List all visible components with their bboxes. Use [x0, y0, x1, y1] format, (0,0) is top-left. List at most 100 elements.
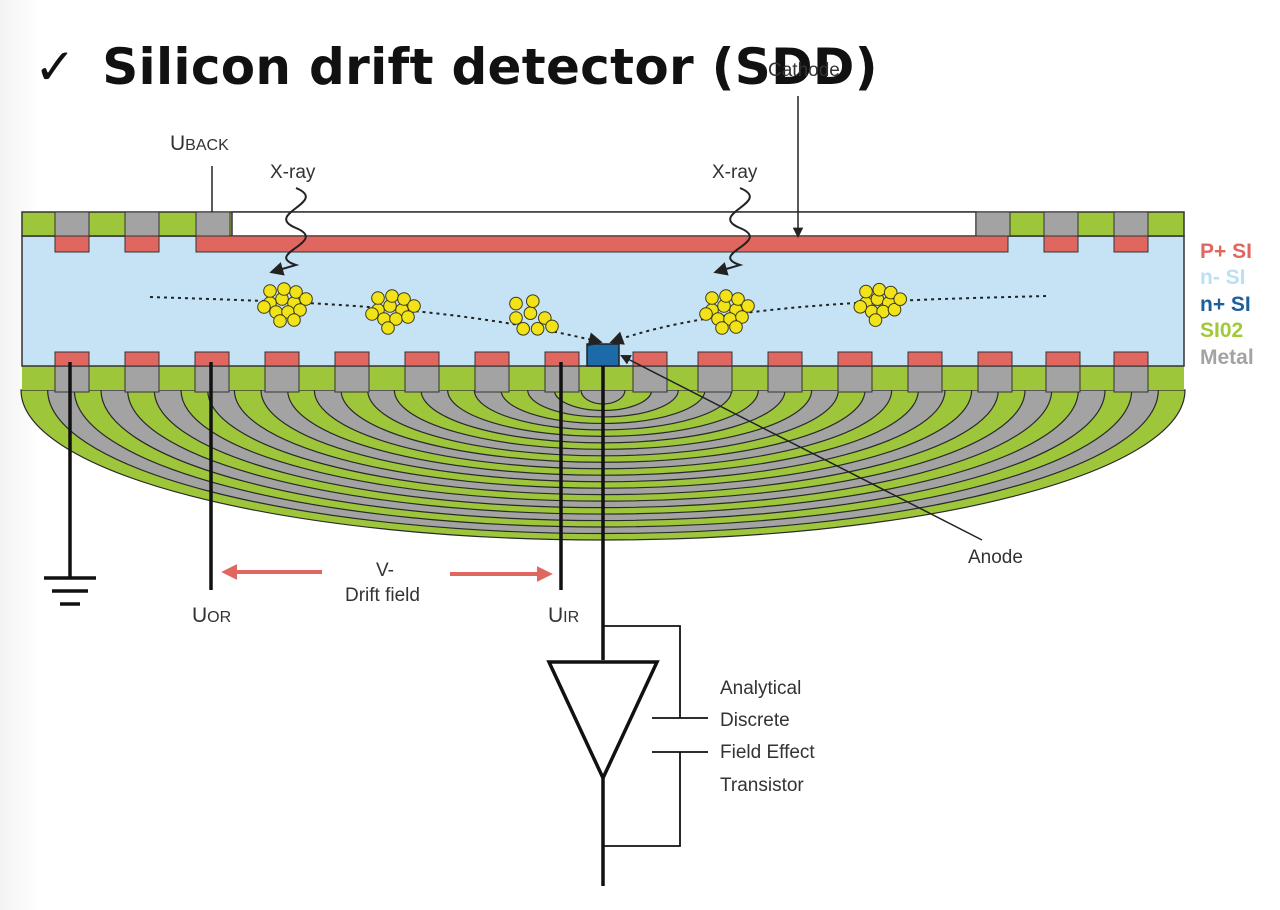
bottom-p-strip — [977, 351, 1013, 367]
bottom-metal-contact — [264, 365, 300, 393]
electron — [545, 319, 559, 334]
bottom-metal-contact — [977, 365, 1013, 393]
electron — [263, 284, 277, 298]
cathode-label: Cathode — [768, 60, 840, 81]
electron — [699, 307, 713, 321]
fet-label-analytical: Analytical — [720, 678, 801, 699]
electron — [731, 292, 745, 306]
electron — [715, 321, 729, 335]
electron — [293, 303, 307, 317]
anode-pointer — [620, 355, 983, 541]
slide-title: ✓ Silicon drift detector (SDD) — [34, 38, 878, 96]
electron — [887, 302, 902, 317]
top-p-strip — [54, 235, 90, 253]
electron — [289, 285, 303, 299]
electron — [729, 320, 743, 334]
electron — [868, 313, 883, 327]
bottom-p-strip — [264, 351, 300, 367]
bottom-metal-contact — [837, 365, 873, 393]
electron — [273, 314, 287, 328]
slide-title-text: Silicon drift detector (SDD) — [102, 38, 878, 96]
top-p-strip — [124, 235, 160, 253]
top-metal-contact — [54, 211, 90, 237]
legend-n-plus-si: n+ SI — [1200, 293, 1251, 316]
electron — [526, 294, 540, 309]
capacitor-icon — [603, 625, 708, 847]
bottom-metal-contact — [1045, 365, 1081, 393]
bottom-p-strip — [837, 351, 873, 367]
top-metal-contact — [1043, 211, 1079, 237]
electron — [509, 311, 523, 325]
top-metal-contacts — [54, 211, 1149, 237]
top-p-strip — [1043, 235, 1079, 253]
electron — [705, 291, 719, 305]
legend-n-si: n- SI — [1200, 266, 1246, 289]
bottom-metal-contact — [334, 365, 370, 393]
amplifier-icon — [546, 660, 660, 783]
electron — [287, 313, 301, 327]
cathode-strip — [195, 235, 1009, 253]
electron — [509, 296, 523, 311]
legend-sio2: SI02 — [1200, 319, 1243, 342]
uir-label: UIR — [548, 604, 579, 627]
bottom-p-strip — [767, 351, 803, 367]
bottom-metal-contact — [54, 365, 90, 393]
electron — [516, 322, 531, 336]
electron — [407, 299, 421, 313]
xray-label-right: X-ray — [712, 162, 758, 183]
top-metal-contact — [124, 211, 160, 237]
top-metal-contact — [1113, 211, 1149, 237]
bottom-p-strip — [907, 351, 943, 367]
electron — [257, 300, 271, 314]
electron — [371, 291, 385, 305]
bottom-p-strip — [124, 351, 160, 367]
bottom-p-strip — [1113, 351, 1149, 367]
bottom-metal-contact — [907, 365, 943, 393]
electron — [385, 289, 399, 303]
material-legend: P+ SI n- SI n+ SI SI02 Metal — [1200, 240, 1254, 369]
bottom-p-strip — [334, 351, 370, 367]
bottom-metal-contact — [474, 365, 510, 393]
fet-label-discrete: Discrete — [720, 710, 790, 731]
electron-clouds — [257, 282, 908, 336]
uor-label: UOR — [192, 604, 231, 627]
electron — [883, 285, 898, 300]
bottom-p-strip — [404, 351, 440, 367]
top-p-strip — [1113, 235, 1149, 253]
drift-field-label-line1: V- — [376, 560, 394, 581]
electron — [523, 306, 538, 321]
bottom-metal-contact — [404, 365, 440, 393]
legend-metal: Metal — [1200, 346, 1254, 369]
xray-arrow-left — [269, 187, 307, 276]
top-metal-contact — [975, 211, 1011, 237]
drift-path-right — [609, 295, 1047, 345]
electron — [397, 292, 411, 306]
bottom-p-strip — [1045, 351, 1081, 367]
electron — [401, 310, 415, 324]
xray-arrow-right — [713, 187, 751, 276]
top-p-strips — [54, 235, 1149, 253]
bottom-p-strips — [54, 351, 1149, 367]
fet-label-field-effect: Field Effect — [720, 742, 815, 763]
xray-label-left: X-ray — [270, 162, 316, 183]
fet-label-transistor: Transistor — [720, 775, 804, 796]
anode-contact — [586, 343, 620, 367]
electron — [859, 284, 873, 299]
bottom-metal-contact — [124, 365, 160, 393]
electron — [872, 282, 887, 297]
entrance-window — [231, 211, 977, 237]
bottom-metal-contact — [1113, 365, 1149, 393]
field-ring-stack — [20, 389, 1186, 541]
bottom-metal-contact — [767, 365, 803, 393]
top-metal-contact — [195, 211, 231, 237]
anode-label: Anode — [968, 547, 1023, 568]
electron — [893, 292, 908, 307]
bottom-p-strip — [54, 351, 90, 367]
bottom-p-strip — [697, 351, 733, 367]
electron — [719, 289, 733, 303]
electron — [381, 321, 395, 335]
check-icon: ✓ — [34, 38, 77, 96]
bottom-p-strip — [632, 351, 668, 367]
electron — [735, 310, 749, 324]
